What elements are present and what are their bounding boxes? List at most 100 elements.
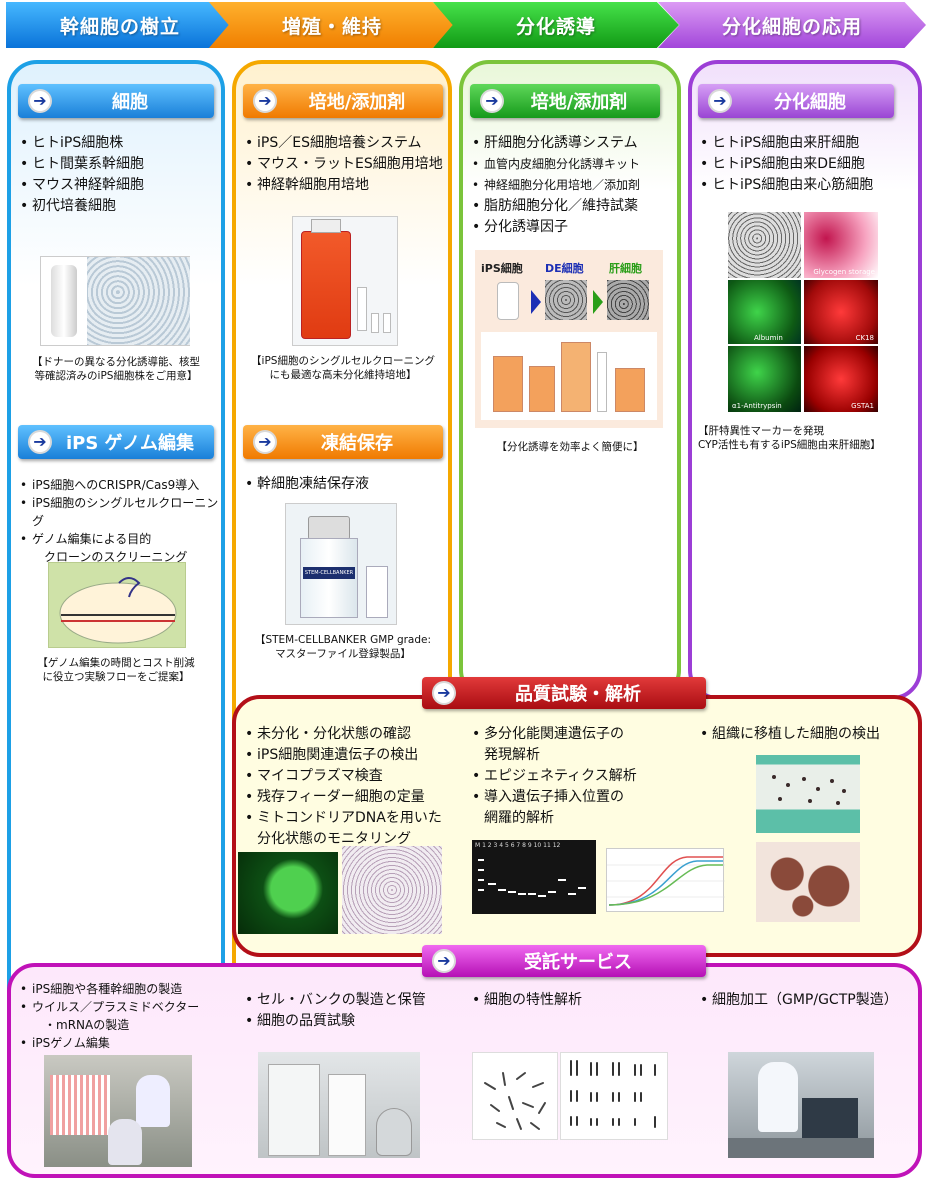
list-item-continued: 分化状態のモニタリング [257, 831, 411, 847]
header-label: 細胞 [112, 92, 148, 113]
header-label: 凍結保存 [321, 433, 393, 454]
caption-line: 【ドナーの異なる分化誘導能、核型 [32, 356, 200, 368]
caption-line: CYP活性も有するiPS細胞由来肝細胞】 [698, 439, 881, 451]
chromosome-spread-icon [484, 1072, 546, 1130]
header-genome-editing[interactable]: ➔ iPS ゲノム編集 [18, 425, 214, 459]
arrow-right-icon: ➔ [28, 89, 52, 113]
caption: 【STEM-CELLBANKER GMP grade: マスターファイル登録製品… [243, 633, 443, 661]
list-item: iPS細胞関連遺伝子の検出 [245, 745, 442, 766]
header-media-diff[interactable]: ➔ 培地/添加剤 [470, 84, 660, 118]
list-quality-c: 組織に移植した細胞の検出 [700, 724, 880, 745]
list-item-continued: 網羅的解析 [484, 810, 554, 826]
stain-label: α1-Antitrypsin [732, 402, 782, 410]
list-item: ヒト間葉系幹細胞 [20, 154, 144, 175]
stain-label: CK18 [855, 334, 874, 342]
caption-line: 【iPS細胞のシングルセルクローニング [251, 355, 435, 367]
list-item: 幹細胞凍結保存液 [245, 474, 369, 495]
list-item: 多分化能関連遺伝子の [472, 724, 637, 745]
small-bottle-icon [366, 566, 388, 618]
list-item: 導入遺伝子挿入位置の [472, 787, 637, 808]
caption-line: 【STEM-CELLBANKER GMP grade: [254, 634, 432, 646]
list-item: 細胞の特性解析 [472, 990, 582, 1011]
bottle-icon [493, 356, 523, 412]
amplification-curve-icon [607, 856, 725, 906]
list-item-continued: 発現解析 [484, 747, 540, 763]
gel-lane-labels: M 1 2 3 4 5 6 7 8 9 10 11 12 [475, 842, 561, 849]
list-media: iPS／ES細胞培養システム マウス・ラットES細胞用培地 神経幹細胞用培地 [245, 133, 443, 196]
caption-line: に役立つ実験フローをご提案】 [42, 671, 190, 683]
header-differentiated-cells[interactable]: ➔ 分化細胞 [698, 84, 894, 118]
gel-electrophoresis-image: M 1 2 3 4 5 6 7 8 9 10 11 12 [472, 840, 596, 914]
list-item: マウス・ラットES細胞用培地 [245, 154, 443, 175]
worker-icon [108, 1119, 142, 1165]
list-service-a: iPS細胞や各種幹細胞の製造 ウイルス／プラスミドベクター ・mRNAの製造 i… [20, 980, 199, 1052]
list-item: 分化誘導因子 [472, 217, 640, 238]
pcr-curve-image [606, 848, 725, 912]
list-item: ヒトiPS細胞株 [20, 133, 144, 154]
crispr-diagram [48, 562, 186, 648]
arrow-icon [593, 290, 603, 314]
cell-processing-image [728, 1052, 874, 1158]
list-item: 未分化・分化状態の確認 [245, 724, 442, 745]
micrograph-icon [87, 257, 190, 345]
list-cryo: 幹細胞凍結保存液 [245, 474, 369, 495]
list-item: 残存フィーダー細胞の定量 [245, 787, 442, 808]
vial-icon [51, 265, 77, 337]
caption: 【ゲノム編集の時間とコスト削減 に役立つ実験フローをご提案】 [18, 656, 214, 684]
list-service-b: セル・バンクの製造と保管 細胞の品質試験 [245, 990, 426, 1032]
differentiation-flow-panel: iPS細胞 DE細胞 肝細胞 [475, 250, 663, 428]
cap-icon [308, 516, 350, 540]
ln2-tank-icon [376, 1108, 412, 1156]
step-application: 分化細胞の応用 [658, 2, 926, 48]
header-label: 培地/添加剤 [530, 92, 628, 113]
header-label: 品質試験・解析 [515, 684, 641, 705]
header-label: 分化細胞 [774, 92, 846, 113]
caption-line: 【肝特異性マーカーを発現 [698, 425, 824, 437]
list-item: ヒトiPS細胞由来DE細胞 [700, 154, 873, 175]
step-establishment: 幹細胞の樹立 [6, 2, 234, 48]
header-cryopreservation[interactable]: ➔ 凍結保存 [243, 425, 443, 459]
caption-line: マスターファイル登録製品】 [275, 648, 411, 660]
arrow-right-icon: ➔ [708, 89, 732, 113]
vial-icon [597, 352, 607, 412]
list-item-continued: ・mRNAの製造 [44, 1018, 130, 1032]
stain-label: Glycogen storage [813, 268, 875, 276]
list-item: 組織に移植した細胞の検出 [700, 724, 880, 745]
list-quality-b: 多分化能関連遺伝子の 発現解析 エピジェネティクス解析 導入遺伝子挿入位置の 網… [472, 724, 637, 829]
list-item: エピジェネティクス解析 [472, 766, 637, 787]
caption: 【分化誘導を効率よく簡便に】 [496, 441, 644, 453]
stain-tile [728, 212, 801, 278]
vial-icon [497, 282, 519, 320]
cap-icon [311, 219, 341, 233]
step-label: 増殖・維持 [281, 15, 382, 38]
caption-line: にも最適な高未分化維持培地】 [269, 369, 417, 381]
product-lineup-image [481, 332, 657, 420]
tissue-cells-icon [772, 775, 846, 805]
header-cells[interactable]: ➔ 細胞 [18, 84, 214, 118]
fluorescence-image [238, 852, 338, 934]
list-item: ウイルス／プラスミドベクター [20, 998, 199, 1016]
list-item: セル・バンクの製造と保管 [245, 990, 426, 1011]
list-diff-media: 肝細胞分化誘導システム 血管内皮細胞分化誘導キット 神経細胞分化用培地／添加剤 … [472, 133, 640, 238]
bottle-icon: STEM-CELLBANKER [300, 538, 358, 618]
list-item: 細胞の品質試験 [245, 1011, 426, 1032]
header-service[interactable]: ➔ 受託サービス [422, 945, 706, 977]
list-service-d: 細胞加工（GMP/GCTP製造） [700, 990, 898, 1011]
header-label: 培地/添加剤 [308, 92, 406, 113]
list-cells: ヒトiPS細胞株 ヒト間葉系幹細胞 マウス神経幹細胞 初代培養細胞 [20, 133, 144, 217]
header-media[interactable]: ➔ 培地/添加剤 [243, 84, 443, 118]
stain-tile: Glycogen storage [804, 212, 878, 278]
stained-colony-image [342, 846, 442, 934]
list-item: iPS／ES細胞培養システム [245, 133, 443, 154]
flow-label-ips: iPS細胞 [481, 262, 523, 275]
bottle-icon [529, 366, 555, 412]
step-label: 分化細胞の応用 [721, 15, 862, 38]
worker-icon [758, 1062, 798, 1132]
lab-workers-image [44, 1055, 192, 1167]
list-item: ゲノム編集による目的 [20, 530, 220, 548]
ips-cell-image [40, 256, 190, 346]
flow-label-liver: 肝細胞 [609, 262, 642, 275]
liver-cell-micrograph [607, 280, 649, 320]
list-item: iPS細胞へのCRISPR/Cas9導入 [20, 476, 220, 494]
header-quality[interactable]: ➔ 品質試験・解析 [422, 677, 706, 709]
